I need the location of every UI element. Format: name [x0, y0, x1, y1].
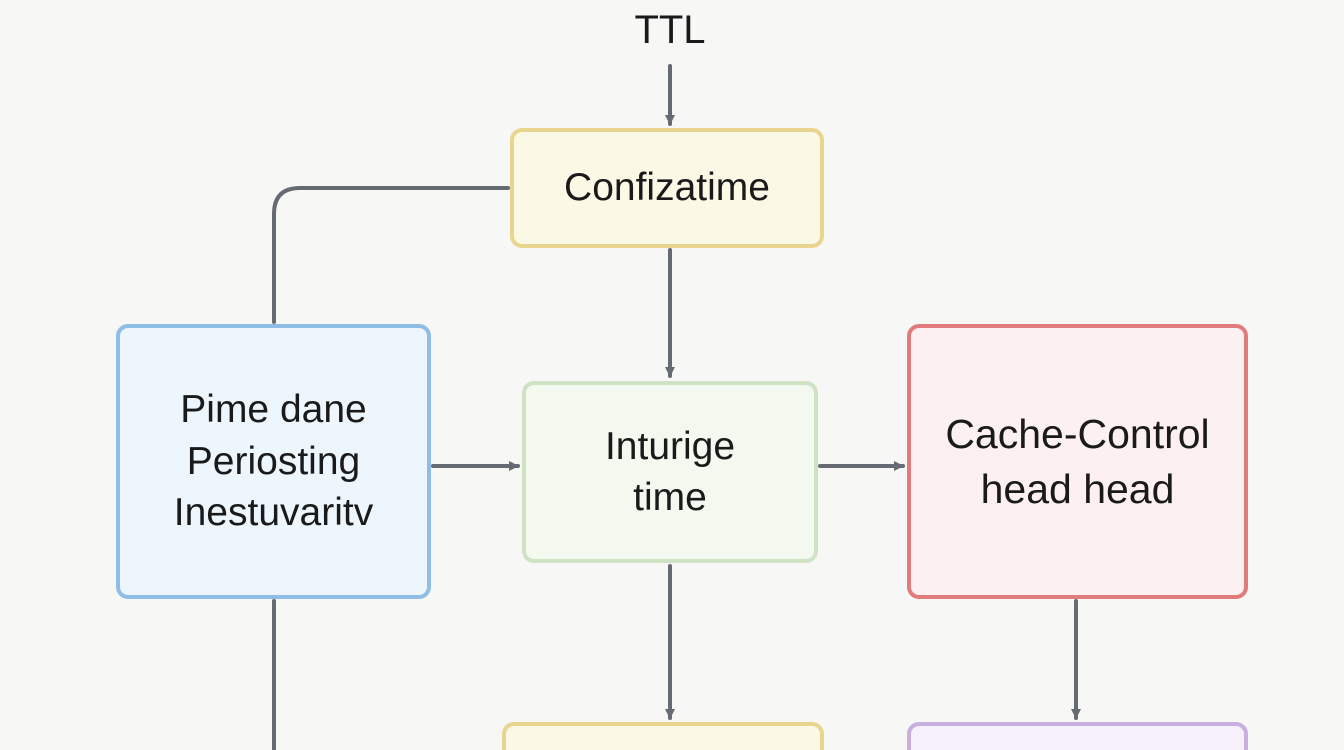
right-node-line-2: head head — [980, 465, 1175, 512]
config-node-text: Confizatime — [564, 166, 770, 210]
center-node: Inturige time — [522, 381, 818, 563]
left-node-line-1: Pime dane — [180, 388, 367, 432]
left-node: Pime dane Periosting Inestuvaritv — [116, 324, 431, 599]
center-node-line-2: time — [633, 476, 707, 519]
left-node-line-3: Inestuvaritv — [173, 491, 374, 535]
center-node-line-1: Inturige — [604, 424, 736, 468]
cache-control-node: Cache-Control head head — [907, 324, 1248, 599]
config-time-node: Confizatime — [510, 128, 824, 248]
right-node-line-1: Cache-Control — [945, 411, 1210, 458]
bottom-right-node — [907, 722, 1248, 750]
connector-config-to-left — [272, 186, 510, 324]
bottom-middle-node — [502, 722, 824, 750]
left-node-line-2: Periosting — [186, 439, 361, 483]
ttl-label: TTL — [634, 8, 706, 52]
